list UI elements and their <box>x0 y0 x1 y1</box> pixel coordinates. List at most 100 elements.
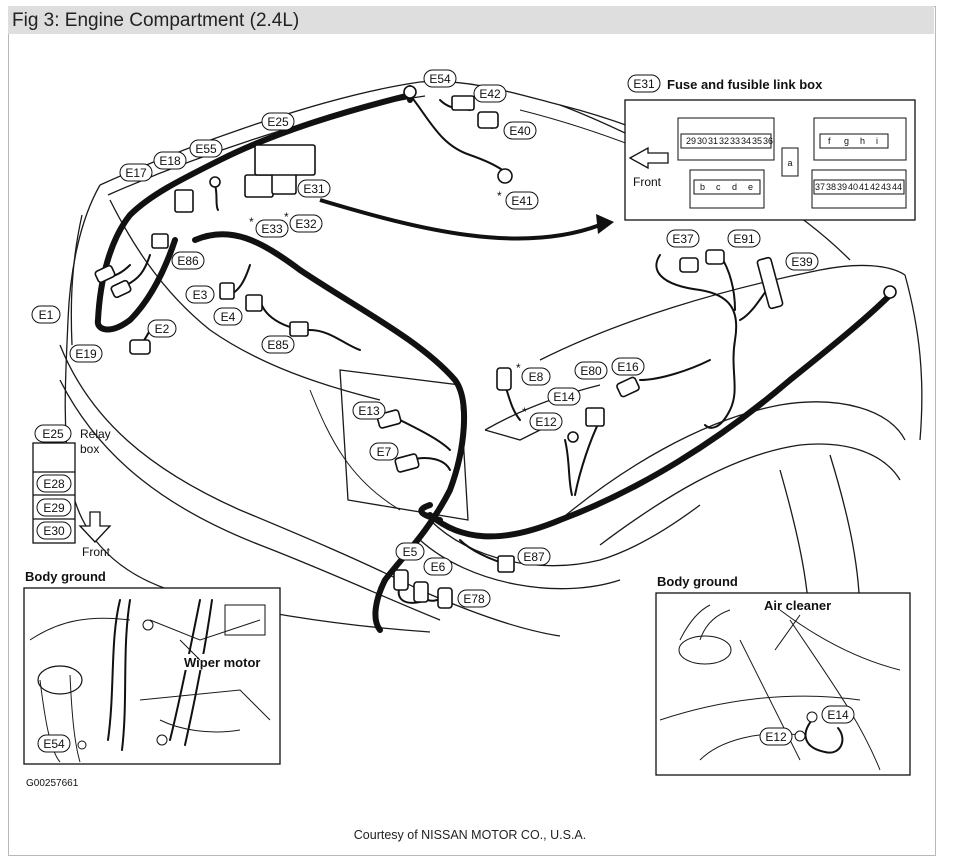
callout-e85: E85 <box>261 335 295 354</box>
callout-e39: E39 <box>785 252 819 271</box>
fuse-block-a <box>781 147 799 177</box>
callout-e78: E78 <box>457 589 491 608</box>
relay-e30: E30 <box>36 521 72 540</box>
callout-body-ground-e54: E54 <box>37 734 71 753</box>
connector-e33 <box>244 174 274 198</box>
svg-text:E55: E55 <box>195 142 217 156</box>
svg-text:35: 35 <box>752 136 762 146</box>
wiper-motor-label: Wiper motor <box>184 655 260 670</box>
connector-e2 <box>129 339 151 355</box>
svg-text:E39: E39 <box>791 255 813 269</box>
svg-text:32: 32 <box>719 136 729 146</box>
body-ground-left-inset: Body ground Wiper motor E54 <box>23 569 281 765</box>
figure-id: G00257661 <box>26 778 79 789</box>
connector-e1 <box>94 264 116 284</box>
callout-e6: E6 <box>423 557 453 576</box>
connector-e19 <box>110 279 132 299</box>
wiring-harness <box>94 85 893 633</box>
svg-text:E2: E2 <box>155 322 170 336</box>
connector-e16 <box>616 376 640 398</box>
connector-e41 <box>497 168 513 184</box>
asterisk-e8: * <box>516 361 521 375</box>
connector-e37 <box>679 257 699 273</box>
asterisk-e32: * <box>284 210 289 224</box>
svg-text:E18: E18 <box>159 154 181 168</box>
fuse-box-inset: E31 Fuse and fusible link box a 29 30 31… <box>624 74 916 221</box>
callout-e4: E4 <box>213 307 243 326</box>
svg-text:E54: E54 <box>43 737 65 751</box>
callout-e41: E41 <box>505 191 539 210</box>
svg-text:E25: E25 <box>267 115 289 129</box>
svg-text:34: 34 <box>741 136 751 146</box>
front-arrow-left-icon <box>628 146 669 170</box>
svg-text:E31: E31 <box>633 77 655 91</box>
callout-e32: E32 <box>289 214 323 233</box>
callout-e13: E13 <box>352 401 386 420</box>
connector-right-end <box>883 285 897 299</box>
svg-text:b: b <box>700 182 705 192</box>
fuse-box-arrow <box>319 198 601 241</box>
connector-e7 <box>394 453 420 473</box>
svg-text:E14: E14 <box>827 708 849 722</box>
svg-text:E7: E7 <box>377 445 392 459</box>
relay-box-legend: E25 Relay box E28 E29 E30 Front <box>32 424 112 559</box>
svg-text:E91: E91 <box>733 232 755 246</box>
svg-text:E3: E3 <box>193 288 208 302</box>
connector-e85 <box>289 321 309 337</box>
svg-text:33: 33 <box>730 136 740 146</box>
svg-text:E33: E33 <box>261 222 283 236</box>
svg-text:E54: E54 <box>429 72 451 86</box>
air-cleaner-label: Air cleaner <box>764 598 831 613</box>
relay-box-label-line2: box <box>80 442 99 456</box>
connector-e18 <box>174 189 194 213</box>
fuse-block-bottom-right <box>811 169 907 209</box>
fuse-row-f-i: f g h i <box>819 133 889 149</box>
title-bar <box>8 6 934 34</box>
connector-e39 <box>756 256 784 310</box>
asterisk-e41: * <box>497 189 502 203</box>
callout-e12: E12 <box>529 412 563 431</box>
svg-text:38: 38 <box>826 182 836 192</box>
svg-text:E32: E32 <box>295 217 317 231</box>
callout-e8: E8 <box>521 367 551 386</box>
svg-text:E40: E40 <box>509 124 531 138</box>
svg-text:37: 37 <box>815 182 825 192</box>
svg-text:E6: E6 <box>431 560 446 574</box>
svg-text:E25: E25 <box>42 427 64 441</box>
svg-text:30: 30 <box>697 136 707 146</box>
connector-e12 <box>567 431 579 443</box>
svg-text:E30: E30 <box>43 524 65 538</box>
svg-text:E4: E4 <box>221 310 236 324</box>
callout-e17: E17 <box>119 163 153 182</box>
asterisk-e33: * <box>249 215 254 229</box>
svg-text:E80: E80 <box>580 364 602 378</box>
svg-text:E42: E42 <box>479 87 501 101</box>
svg-text:E78: E78 <box>463 592 485 606</box>
svg-text:29: 29 <box>686 136 696 146</box>
fuse-block-top-right <box>813 117 907 161</box>
svg-text:39: 39 <box>837 182 847 192</box>
svg-text:E16: E16 <box>617 360 639 374</box>
svg-text:E87: E87 <box>523 550 545 564</box>
connectors <box>94 85 897 609</box>
callout-e33: E33 <box>255 219 289 238</box>
svg-text:E85: E85 <box>267 338 289 352</box>
connector-e8 <box>496 367 512 391</box>
body-ground-right-heading: Body ground <box>657 574 738 589</box>
svg-text:g: g <box>844 136 849 146</box>
fuse-box-code: E31 <box>627 74 661 93</box>
callout-e91: E91 <box>727 229 761 248</box>
callout-e40: E40 <box>503 121 537 140</box>
callout-e18: E18 <box>153 151 187 170</box>
asterisk-e12: * <box>522 405 527 419</box>
callout-body-ground-e12: E12 <box>759 727 793 746</box>
fuse-box-title: Fuse and fusible link box <box>667 77 823 92</box>
callout-e7: E7 <box>369 442 399 461</box>
callout-e31: E31 <box>297 179 331 198</box>
body-ground-right-inset: Body ground Air cleaner E14 E12 <box>655 574 911 776</box>
svg-text:40: 40 <box>848 182 858 192</box>
callout-e1: E1 <box>31 305 61 324</box>
svg-text:44: 44 <box>892 182 902 192</box>
svg-text:f: f <box>828 136 831 146</box>
svg-text:E12: E12 <box>535 415 557 429</box>
